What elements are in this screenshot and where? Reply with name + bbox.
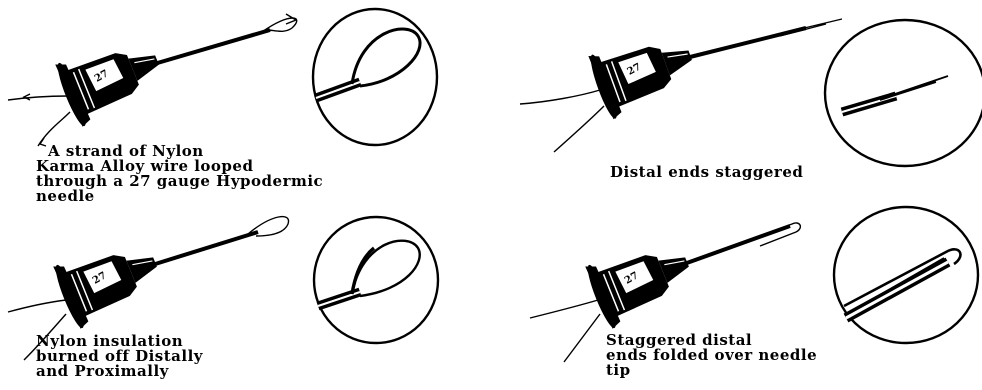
caption-looped-line-4: needle bbox=[36, 189, 323, 204]
caption-folded: Staggered distal ends folded over needle… bbox=[606, 333, 817, 378]
caption-looped: A strand of Nylon Karma Alloy wire loope… bbox=[48, 144, 323, 204]
panel-staggered-illustration bbox=[520, 19, 982, 166]
caption-staggered: Distal ends staggered bbox=[610, 165, 803, 180]
panel-looped-illustration bbox=[8, 9, 437, 146]
caption-insulation-line-3: and Proximally bbox=[36, 364, 203, 379]
caption-staggered-line-1: Distal ends staggered bbox=[610, 165, 803, 180]
caption-folded-line-2: ends folded over needle bbox=[606, 348, 817, 363]
caption-folded-line-3: tip bbox=[606, 363, 817, 378]
caption-insulation: Nylon insulation burned off Distally and… bbox=[36, 334, 203, 379]
